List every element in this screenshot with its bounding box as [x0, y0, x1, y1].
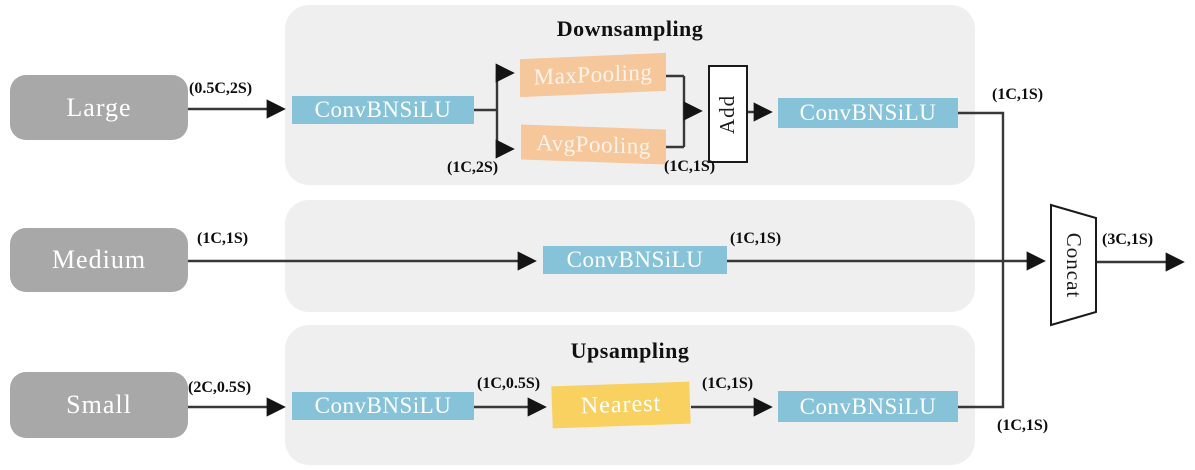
concat-block: Concat — [1051, 205, 1096, 325]
edge-label-concat-out: (3C,1S) — [1102, 231, 1154, 248]
maxpooling-block: MaxPooling — [520, 52, 666, 98]
edge-label-large-in: (0.5C,2S) — [189, 80, 253, 97]
mid-conv: ConvBNSiLU — [543, 246, 727, 274]
nearest-block: Nearest — [551, 381, 691, 429]
up-conv-in: ConvBNSiLU — [292, 392, 474, 420]
input-medium: Medium — [10, 228, 188, 292]
edge-label-up-conv-in-out: (1C,0.5S) — [477, 375, 541, 392]
edge-label-nearest-out: (1C,1S) — [702, 375, 754, 392]
edge-label-down-split: (1C,2S) — [447, 159, 499, 176]
concat-label: Concat — [1062, 232, 1087, 298]
edge-label-medium-in: (1C,1S) — [197, 230, 249, 247]
add-block: Add — [708, 65, 748, 163]
edge-label-mid-out: (1C,1S) — [730, 230, 782, 247]
up-conv-out: ConvBNSiLU — [778, 391, 958, 422]
down-conv-in: ConvBNSiLU — [292, 96, 474, 124]
downsampling-title: Downsampling — [556, 16, 704, 41]
edge-label-small-in: (2C,0.5S) — [188, 379, 252, 396]
edge-label-down-out: (1C,1S) — [992, 86, 1044, 103]
down-conv-out: ConvBNSiLU — [778, 98, 958, 128]
add-label: Add — [715, 94, 740, 134]
upsampling-title: Upsampling — [570, 338, 690, 363]
input-large: Large — [10, 75, 188, 140]
edge-label-down-merge: (1C,1S) — [664, 158, 716, 175]
edge-label-up-out: (1C,1S) — [997, 417, 1049, 434]
avgpooling-block: AvgPooling — [521, 124, 666, 165]
input-small: Small — [10, 372, 188, 438]
concat-shape — [1050, 203, 1097, 327]
